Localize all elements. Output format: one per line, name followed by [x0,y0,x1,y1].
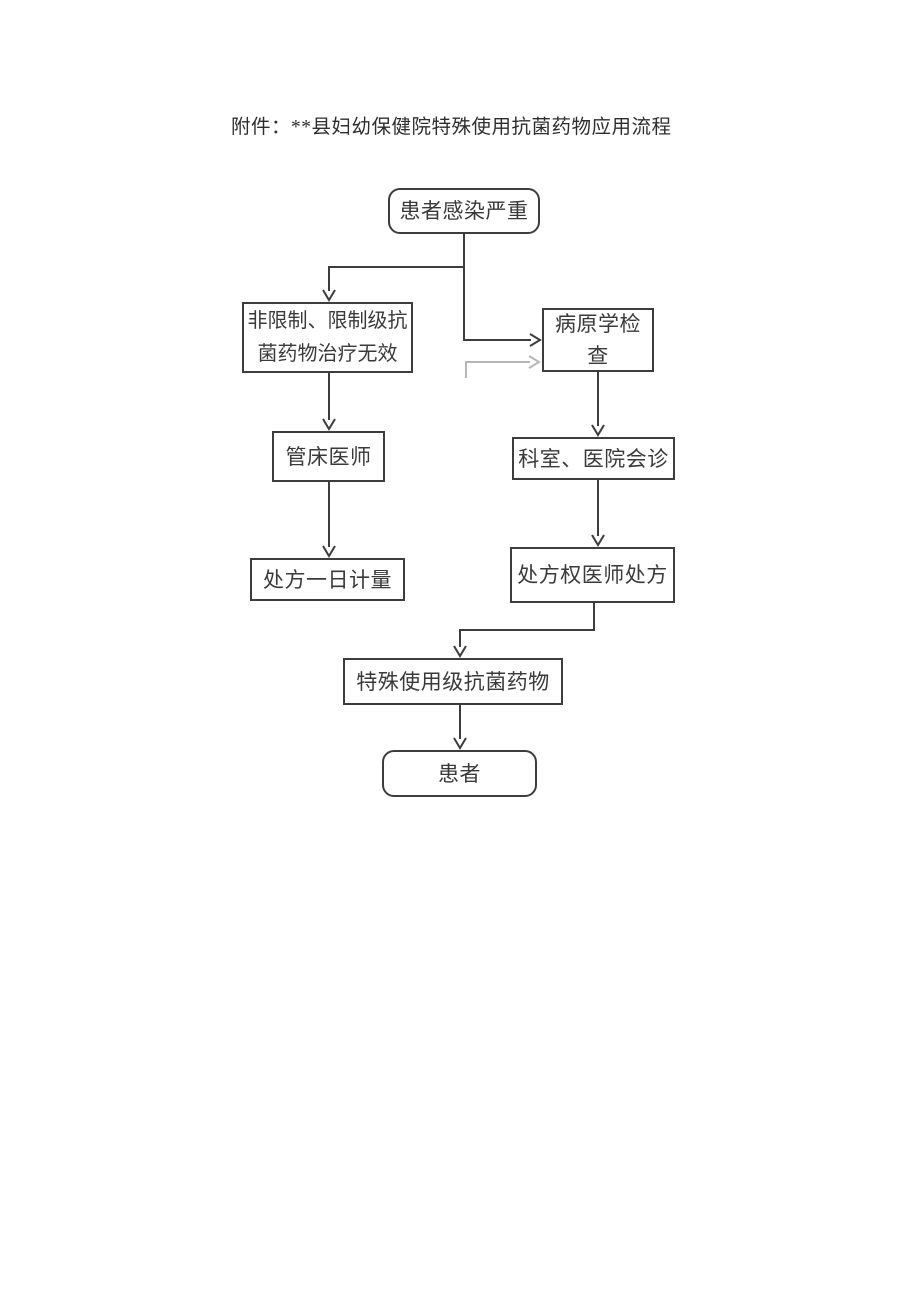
arrowhead-into-consultation [591,424,605,437]
arrowhead-into-patient [453,737,467,750]
flow-node-department-hospital-consultation: 科室、医院会诊 [512,437,675,480]
arrowhead-into-daily-dose [322,545,336,558]
ghost-arrowhead [528,355,541,369]
flow-node-bed-doctor-label: 管床医师 [285,444,372,469]
flow-node-etiology-test-label: 病原学检查 [555,312,641,368]
flow-node-severe-infection: 患者感染严重 [388,188,540,234]
arrowhead-into-prescriber [591,534,605,547]
flow-node-bed-doctor: 管床医师 [272,431,385,482]
flow-node-prescriber-prescription-label: 处方权医师处方 [517,563,668,587]
flow-node-one-day-dose-label: 处方一日计量 [263,567,392,592]
connector-prescriber-to-special-drug [459,603,595,647]
connector-start-to-ineffective [328,266,464,291]
flow-node-restricted-drugs-ineffective-label: 非限制、限制级抗菌药物治疗无效 [247,309,408,365]
flow-node-prescriber-prescription: 处方权医师处方 [510,547,675,603]
arrowhead-into-bed-doctor [322,418,336,431]
arrowhead-into-ineffective [322,289,336,302]
ghost-connector [465,361,530,378]
flow-node-patient-label: 患者 [438,761,481,786]
flow-node-etiology-test: 病原学检查 [542,308,654,372]
page-title: 附件：**县妇幼保健院特殊使用抗菌药物应用流程 [231,117,672,138]
flow-node-department-hospital-consultation-label: 科室、医院会诊 [518,446,669,471]
flow-node-one-day-dose: 处方一日计量 [250,558,405,601]
connector-start-to-etiology [463,234,531,341]
flow-node-restricted-drugs-ineffective: 非限制、限制级抗菌药物治疗无效 [242,302,413,373]
flow-node-special-use-antibiotics-label: 特殊使用级抗菌药物 [356,669,550,694]
arrowhead-into-etiology [529,333,542,347]
flow-node-special-use-antibiotics: 特殊使用级抗菌药物 [343,658,563,705]
arrowhead-into-special-drug [453,645,467,658]
flow-node-patient: 患者 [382,750,537,797]
flow-node-severe-infection-label: 患者感染严重 [399,199,529,223]
